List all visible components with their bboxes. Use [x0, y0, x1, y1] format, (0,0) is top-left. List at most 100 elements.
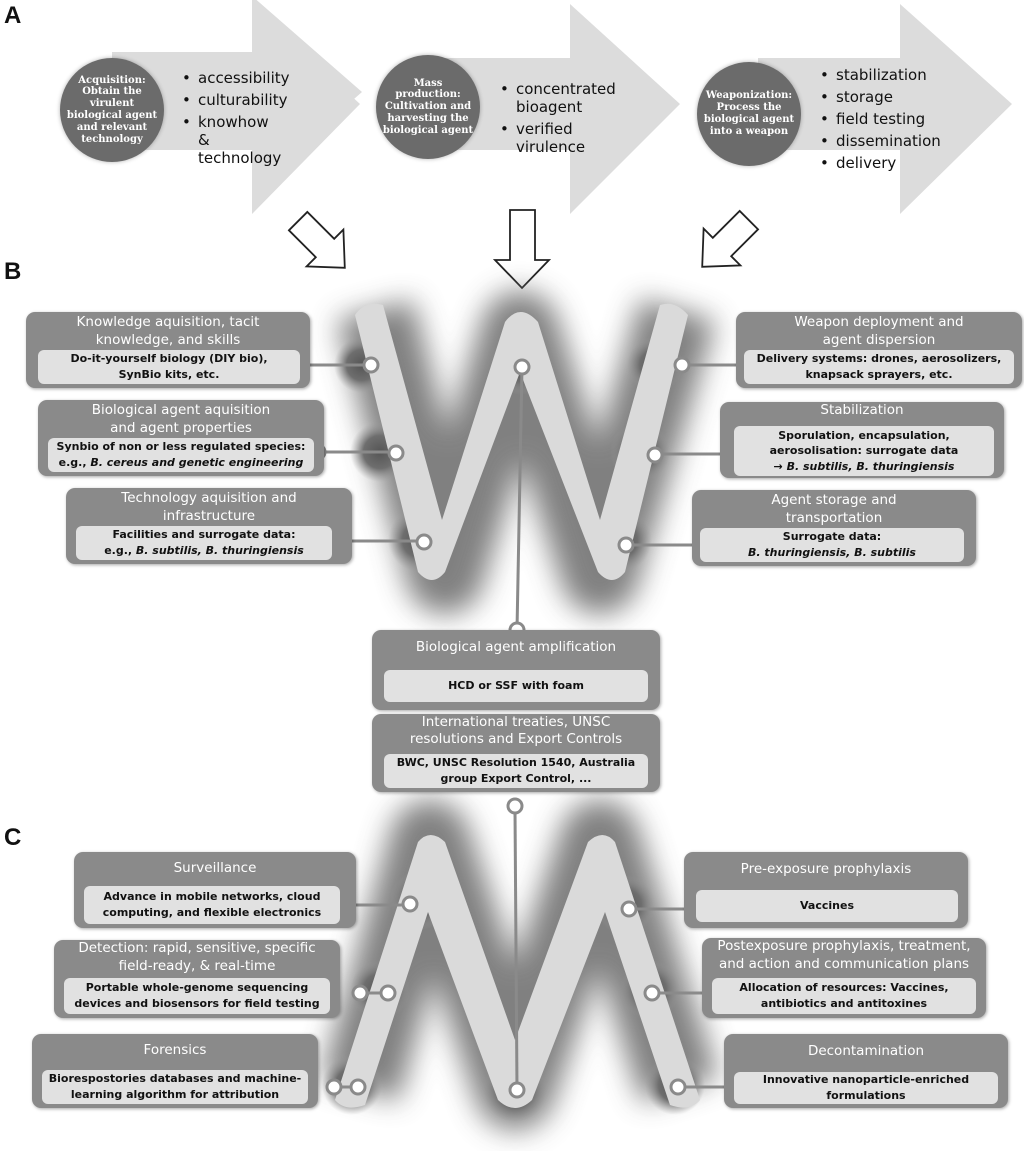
- outline-arrow-left: [287, 210, 346, 269]
- content-line: computing, and flexible electronics: [102, 906, 322, 919]
- content-prefix: e.g.,: [104, 544, 136, 557]
- node-dot: [387, 444, 405, 462]
- content-line: Delivery systems: drones, aerosolizers,: [756, 352, 1002, 366]
- content-prefix: e.g.,: [58, 456, 91, 469]
- m-letter: [335, 835, 700, 1108]
- bullet-item: knowhow & technology: [182, 113, 282, 167]
- box-knowledge-acquisition: Knowledge aquisition, tacit knowledge, a…: [26, 312, 310, 388]
- content-line: aerosolisation: surrogate data: [769, 444, 959, 458]
- node-dot: [401, 895, 419, 913]
- bullet-item: stabilization: [820, 66, 950, 84]
- bullet-item: delivery: [820, 154, 950, 172]
- node-dot: [669, 1078, 687, 1096]
- box-technology-acquisition: Technology aquisition and infrastructure…: [66, 488, 352, 564]
- box-content: Biorespostories databases and machine- l…: [42, 1070, 308, 1104]
- bullet-item: dissemination: [820, 132, 950, 150]
- box-title: Weapon deployment and agent dispersion: [794, 314, 964, 348]
- bullet-item: concentrated bioagent: [500, 80, 616, 116]
- content-line: → B. subtilis, B. thuringiensis: [774, 459, 955, 475]
- box-title: Stabilization: [820, 402, 904, 418]
- node-dot: [415, 533, 433, 551]
- content-line: knapsack sprayers, etc.: [805, 368, 953, 381]
- box-content: Allocation of resources: Vaccines, antib…: [712, 978, 976, 1014]
- species-name: B. subtilis, B. thuringiensis: [135, 544, 304, 557]
- content-line: e.g., B. subtilis, B. thuringiensis: [104, 543, 304, 559]
- node-dot: [643, 984, 661, 1002]
- node-dot: [325, 1078, 343, 1096]
- box-content: Facilities and surrogate data: e.g., B. …: [76, 526, 332, 560]
- species-name: B. thuringiensis, B. subtilis: [748, 546, 916, 559]
- bullet-item: verified virulence: [500, 120, 612, 156]
- box-surveillance: Surveillance Advance in mobile networks,…: [74, 852, 356, 928]
- box-title: Biological agent aquisition and agent pr…: [91, 402, 271, 436]
- species-name: B. subtilis, B. thuringiensis: [786, 459, 955, 473]
- box-content: Do-it-yourself biology (DIY bio), SynBio…: [38, 350, 300, 384]
- box-forensics: Forensics Biorespostories databases and …: [32, 1034, 318, 1108]
- box-title: Agent storage and transportation: [771, 492, 897, 526]
- box-content: Vaccines: [696, 890, 958, 922]
- stage-arrow-1-body: [112, 4, 360, 214]
- stage-mass-production-circle: Mass production: Cultivation and harvest…: [376, 55, 480, 159]
- arrow-glyph: →: [773, 459, 787, 473]
- box-content: BWC, UNSC Resolution 1540, Australia gro…: [384, 754, 648, 788]
- node-dot: [617, 536, 635, 554]
- content-line: Sporulation, encapsulation,: [778, 428, 950, 442]
- box-title: Forensics: [143, 1042, 207, 1058]
- box-content: Advance in mobile networks, cloud comput…: [84, 886, 340, 924]
- panel-label-b: B: [4, 258, 22, 285]
- content-line: e.g., B. cereus and genetic engineering: [59, 455, 304, 471]
- box-detection: Detection: rapid, sensitive, specific fi…: [54, 940, 340, 1018]
- stage-acquisition-circle: Acquisition: Obtain the virulent biologi…: [60, 58, 164, 162]
- box-content: Surrogate data: B. thuringiensis, B. sub…: [700, 528, 964, 562]
- box-title: Postexposure prophylaxis, treatment, and…: [717, 938, 971, 972]
- box-content: Synbio of non or less regulated species:…: [48, 438, 314, 472]
- box-content: Portable whole-genome sequencing devices…: [64, 978, 330, 1014]
- stage-acquisition-bullets: accessibility culturability knowhow & te…: [182, 69, 290, 171]
- stage-mass-production-bullets: concentrated bioagent verified virulence: [500, 80, 616, 160]
- node-dot: [362, 356, 380, 374]
- box-title: Detection: rapid, sensitive, specific fi…: [78, 940, 316, 974]
- box-content: Innovative nanoparticle-enriched formula…: [734, 1072, 998, 1104]
- box-title: Decontamination: [807, 1043, 925, 1059]
- content-line: SynBio kits, etc.: [118, 368, 220, 381]
- content-line: Do-it-yourself biology (DIY bio),: [70, 352, 268, 366]
- panel-label-c: C: [4, 824, 22, 851]
- box-pre-exposure-prophylaxis: Pre-exposure prophylaxis Vaccines: [684, 852, 968, 928]
- content-line: Surrogate data:: [782, 530, 882, 544]
- box-weapon-deployment: Weapon deployment and agent dispersion D…: [736, 312, 1022, 388]
- content-line: Portable whole-genome sequencing: [85, 981, 309, 995]
- box-decontamination: Decontamination Innovative nanoparticle-…: [724, 1034, 1008, 1108]
- box-title: Surveillance: [173, 860, 257, 876]
- content-line: Facilities and surrogate data:: [112, 528, 296, 542]
- box-postexposure-prophylaxis: Postexposure prophylaxis, treatment, and…: [702, 938, 986, 1018]
- box-title: Biological agent amplification: [415, 639, 617, 655]
- box-title: Knowledge aquisition, tacit knowledge, a…: [76, 314, 260, 348]
- stage-weaponization-circle: Weaponization: Process the biological ag…: [697, 62, 801, 166]
- node-dot: [349, 1078, 367, 1096]
- box-biological-agent-acquisition: Biological agent aquisition and agent pr…: [38, 400, 324, 476]
- content-line: Allocation of resources: Vaccines,: [739, 981, 949, 995]
- panel-label-a: A: [4, 2, 22, 29]
- box-stabilization: Stabilization Sporulation, encapsulation…: [720, 402, 1004, 478]
- content-line: Innovative nanoparticle-enriched: [762, 1073, 970, 1087]
- bullet-item: storage: [820, 88, 950, 106]
- box-international-treaties: International treaties, UNSC resolutions…: [372, 714, 660, 792]
- content-line: formulations: [826, 1089, 906, 1102]
- box-title: Technology aquisition and infrastructure: [121, 490, 297, 524]
- content-line: Synbio of non or less regulated species:: [56, 440, 306, 454]
- bullet-item: field testing: [820, 110, 950, 128]
- content-line: Advance in mobile networks, cloud: [103, 890, 321, 904]
- bullet-item: culturability: [182, 91, 287, 109]
- w-letter: [355, 303, 688, 580]
- node-dot: [506, 797, 524, 815]
- box-content: HCD or SSF with foam: [384, 670, 648, 702]
- box-amplification: Biological agent amplification HCD or SS…: [372, 630, 660, 710]
- node-dot: [620, 900, 638, 918]
- bullet-item: accessibility: [182, 69, 290, 87]
- node-dot: [513, 358, 531, 376]
- stage-weaponization-bullets: stabilization storage field testing diss…: [820, 66, 950, 176]
- node-dot: [646, 446, 664, 464]
- content-line: devices and biosensors for field testing: [74, 997, 320, 1010]
- box-content: Sporulation, encapsulation, aerosolisati…: [734, 426, 994, 476]
- box-title: Pre-exposure prophylaxis: [740, 861, 912, 877]
